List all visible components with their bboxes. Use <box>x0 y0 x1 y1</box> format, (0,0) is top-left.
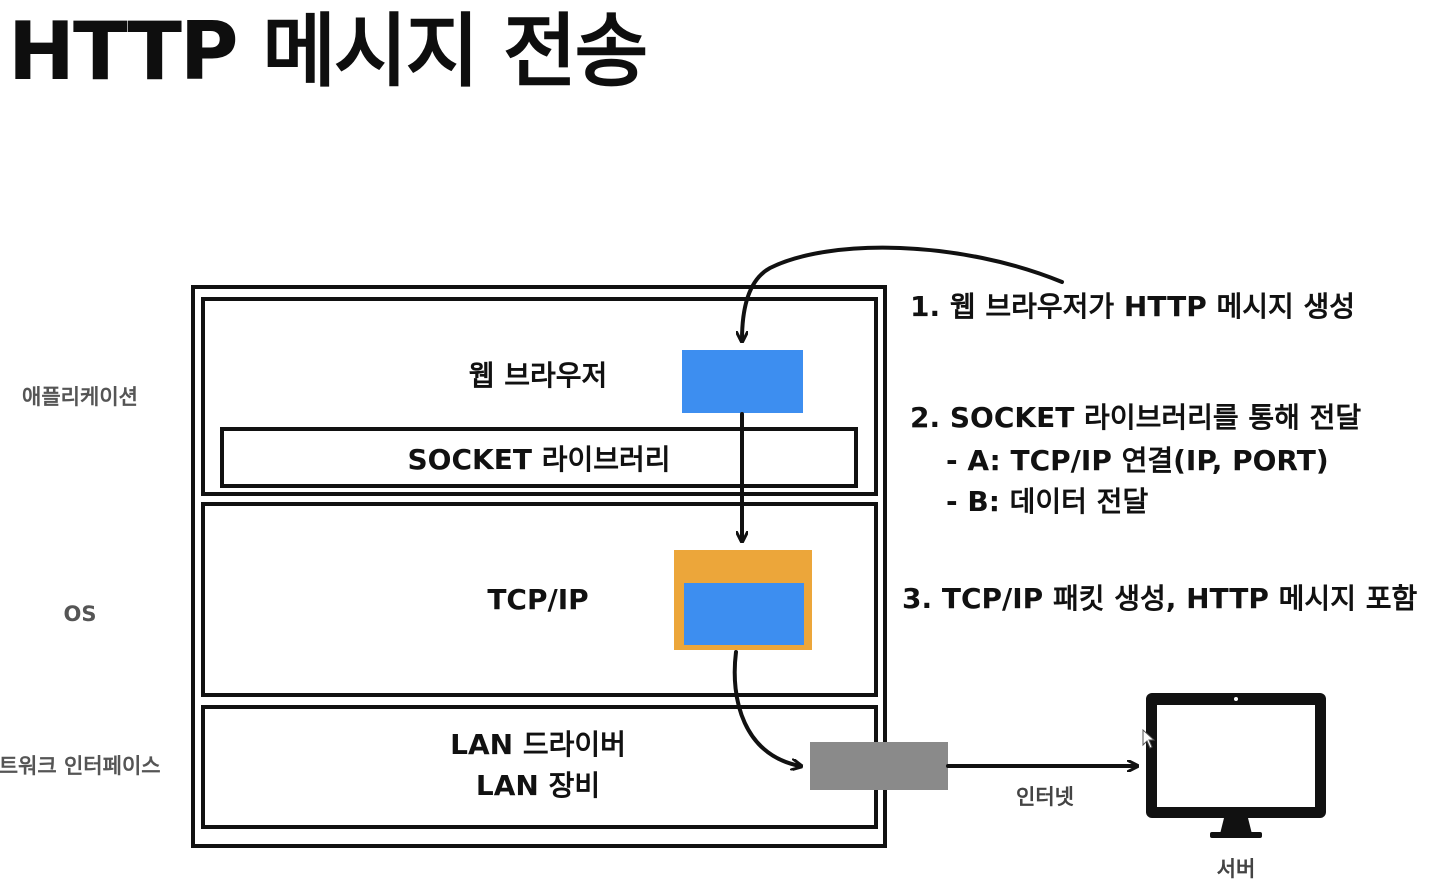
layer-label-network: 네트워크 인터페이스 <box>0 754 161 778</box>
step-2b-text: - B: 데이터 전달 <box>946 485 1149 518</box>
page-title: HTTP 메시지 전송 <box>8 5 648 98</box>
lan-driver-label: LAN 드라이버 <box>450 728 626 761</box>
step-2-text: 2. SOCKET 라이브러리를 통해 전달 <box>910 401 1362 434</box>
lan-device-block <box>810 742 948 790</box>
socket-library-box: SOCKET 라이브러리 <box>220 427 858 488</box>
layer-label-application: 애플리케이션 <box>22 385 138 409</box>
os-box <box>201 502 878 697</box>
socket-library-label: SOCKET 라이브러리 <box>407 442 671 476</box>
packet-http-message-block <box>684 583 804 645</box>
computer-frame <box>191 285 887 848</box>
internet-label: 인터넷 <box>1016 785 1074 809</box>
monitor-icon <box>1146 693 1326 838</box>
step-3-text: 3. TCP/IP 패킷 생성, HTTP 메시지 포함 <box>902 582 1418 615</box>
step-1-text: 1. 웹 브라우저가 HTTP 메시지 생성 <box>910 290 1356 323</box>
lan-device-label: LAN 장비 <box>475 769 601 802</box>
layer-label-os: OS <box>63 602 97 626</box>
cursor-icon <box>1142 728 1156 749</box>
application-box <box>201 297 878 496</box>
http-message-block <box>682 350 803 413</box>
tcpip-label: TCP/IP <box>487 583 589 616</box>
server-label: 서버 <box>1216 857 1256 881</box>
step-2a-text: - A: TCP/IP 연결(IP, PORT) <box>946 444 1329 477</box>
browser-label: 웹 브라우저 <box>468 359 608 392</box>
